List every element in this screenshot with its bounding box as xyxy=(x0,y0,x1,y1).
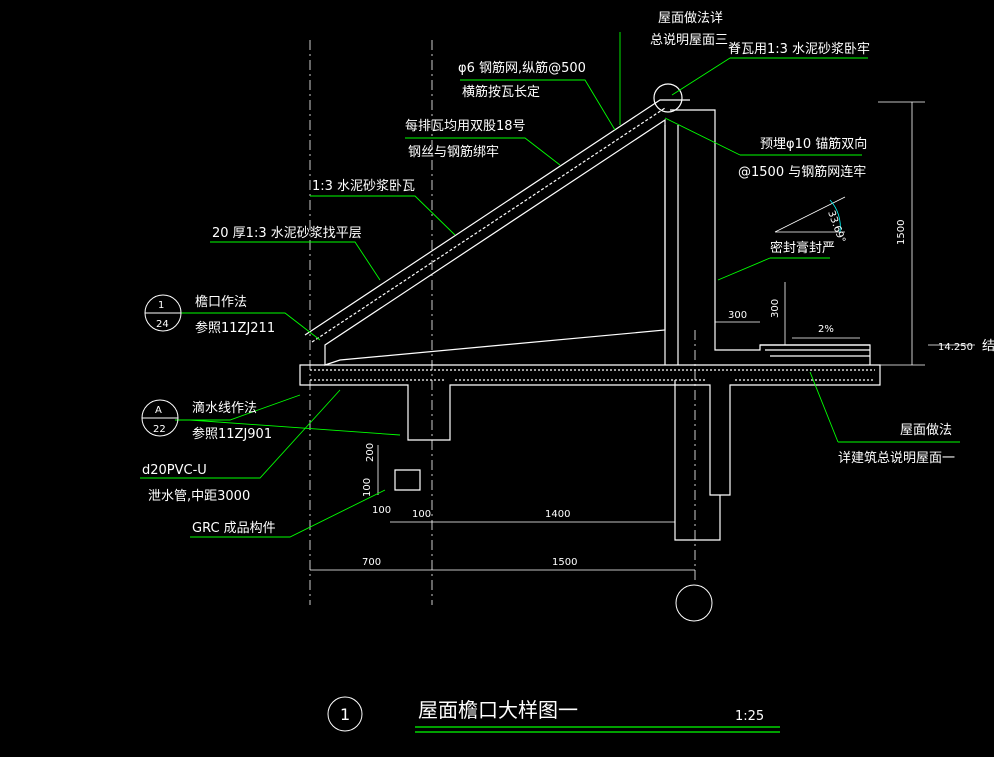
leader-drip2 xyxy=(189,419,401,436)
callout-drip-number: A xyxy=(155,405,162,416)
title-scale: 1:25 xyxy=(735,709,764,724)
dim-100c: 100 xyxy=(362,478,373,497)
note-eave-method: 檐口作法 xyxy=(195,295,247,310)
ridge-tile xyxy=(653,83,683,113)
dim-300v: 300 xyxy=(770,299,781,318)
note-roof-ref-a: 屋面做法详 xyxy=(658,11,723,26)
callout-circles xyxy=(141,294,713,732)
parapet-inner xyxy=(664,125,679,365)
structure xyxy=(299,83,881,541)
leader-mesh xyxy=(460,79,616,131)
axis-bubble xyxy=(675,584,713,622)
note-pipe-note: 泄水管,中距3000 xyxy=(148,489,250,504)
slab-outline xyxy=(299,364,881,496)
dim-slope: 2% xyxy=(818,324,834,335)
note-drip-method: 滴水线作法 xyxy=(192,400,257,416)
note-roof-method-ref: 详建筑总说明屋面一 xyxy=(838,450,955,466)
drip-pipe xyxy=(394,469,421,491)
note-drip-ref: 参照11ZJ901 xyxy=(192,426,272,442)
dimension-lines xyxy=(310,101,925,571)
note-ridge-tile: 脊瓦用1:3 水泥砂浆卧牢 xyxy=(728,42,870,57)
roof-layers xyxy=(760,344,870,357)
dim-700: 700 xyxy=(362,557,381,568)
note-eave-ref: 参照11ZJ211 xyxy=(195,320,275,336)
tile-slope-inner xyxy=(311,107,666,343)
callout-eave-number: 1 xyxy=(158,300,164,311)
leader-anchor xyxy=(664,117,862,156)
leader-pipe xyxy=(140,389,341,479)
leader-ridge xyxy=(671,57,868,96)
leader-eave xyxy=(175,312,321,341)
center-lines xyxy=(309,40,696,605)
tile-slope xyxy=(304,99,690,336)
leader-grc xyxy=(190,489,386,538)
note-mortar-tile: 1:3 水泥砂浆卧瓦 xyxy=(312,179,415,194)
note-mesh-a: φ6 钢筋网,纵筋@500 xyxy=(458,60,586,76)
dim-elev-suffix: 结 xyxy=(982,339,994,354)
leader-roof xyxy=(809,371,960,443)
leader-mortar xyxy=(310,195,456,236)
dim-100b: 100 xyxy=(412,509,431,520)
note-pipe-spec: d20PVC-U xyxy=(142,463,207,478)
slab-inner xyxy=(310,369,875,381)
dim-angle: 33.69° xyxy=(825,209,847,244)
title-circle xyxy=(327,696,363,732)
dim-100a: 100 xyxy=(372,505,391,516)
dim-300: 300 xyxy=(728,310,747,321)
leader-sealant xyxy=(717,257,830,281)
dim-height-1500: 1500 xyxy=(896,220,907,245)
title-number: 1 xyxy=(340,705,350,724)
callout-drip-sheet: 22 xyxy=(153,424,166,435)
note-anchor-a: 预埋φ10 锚筋双向 xyxy=(760,136,867,152)
dim-elev: 14.250 xyxy=(938,342,973,353)
dim-1500: 1500 xyxy=(552,557,577,568)
leader-leveling xyxy=(210,241,381,281)
dim-1400: 1400 xyxy=(545,509,570,520)
angle-lines xyxy=(774,196,846,233)
leader-wire xyxy=(405,137,561,166)
note-wire-b: 钢丝与钢筋绑牢 xyxy=(408,144,499,160)
note-roof-ref-b: 总说明屋面三 xyxy=(650,33,728,48)
note-wire-a: 每排瓦均用双股18号 xyxy=(405,118,526,134)
note-grc: GRC 成品构件 xyxy=(192,521,276,536)
note-leveling: 20 厚1:3 水泥砂浆找平层 xyxy=(212,226,362,241)
title-text: 屋面檐口大样图一 xyxy=(418,698,578,722)
angle-arc xyxy=(829,199,841,233)
note-roof-method: 屋面做法 xyxy=(900,423,952,438)
dim-200: 200 xyxy=(365,443,376,462)
note-anchor-b: @1500 与钢筋网连牢 xyxy=(738,164,866,180)
note-mesh-b: 横筋按瓦长定 xyxy=(462,84,540,100)
leaders xyxy=(140,32,960,538)
column xyxy=(674,380,721,541)
note-sealant: 密封膏封严 xyxy=(770,240,835,256)
callout-eave-sheet: 24 xyxy=(156,319,169,330)
truss-outline xyxy=(324,118,666,366)
